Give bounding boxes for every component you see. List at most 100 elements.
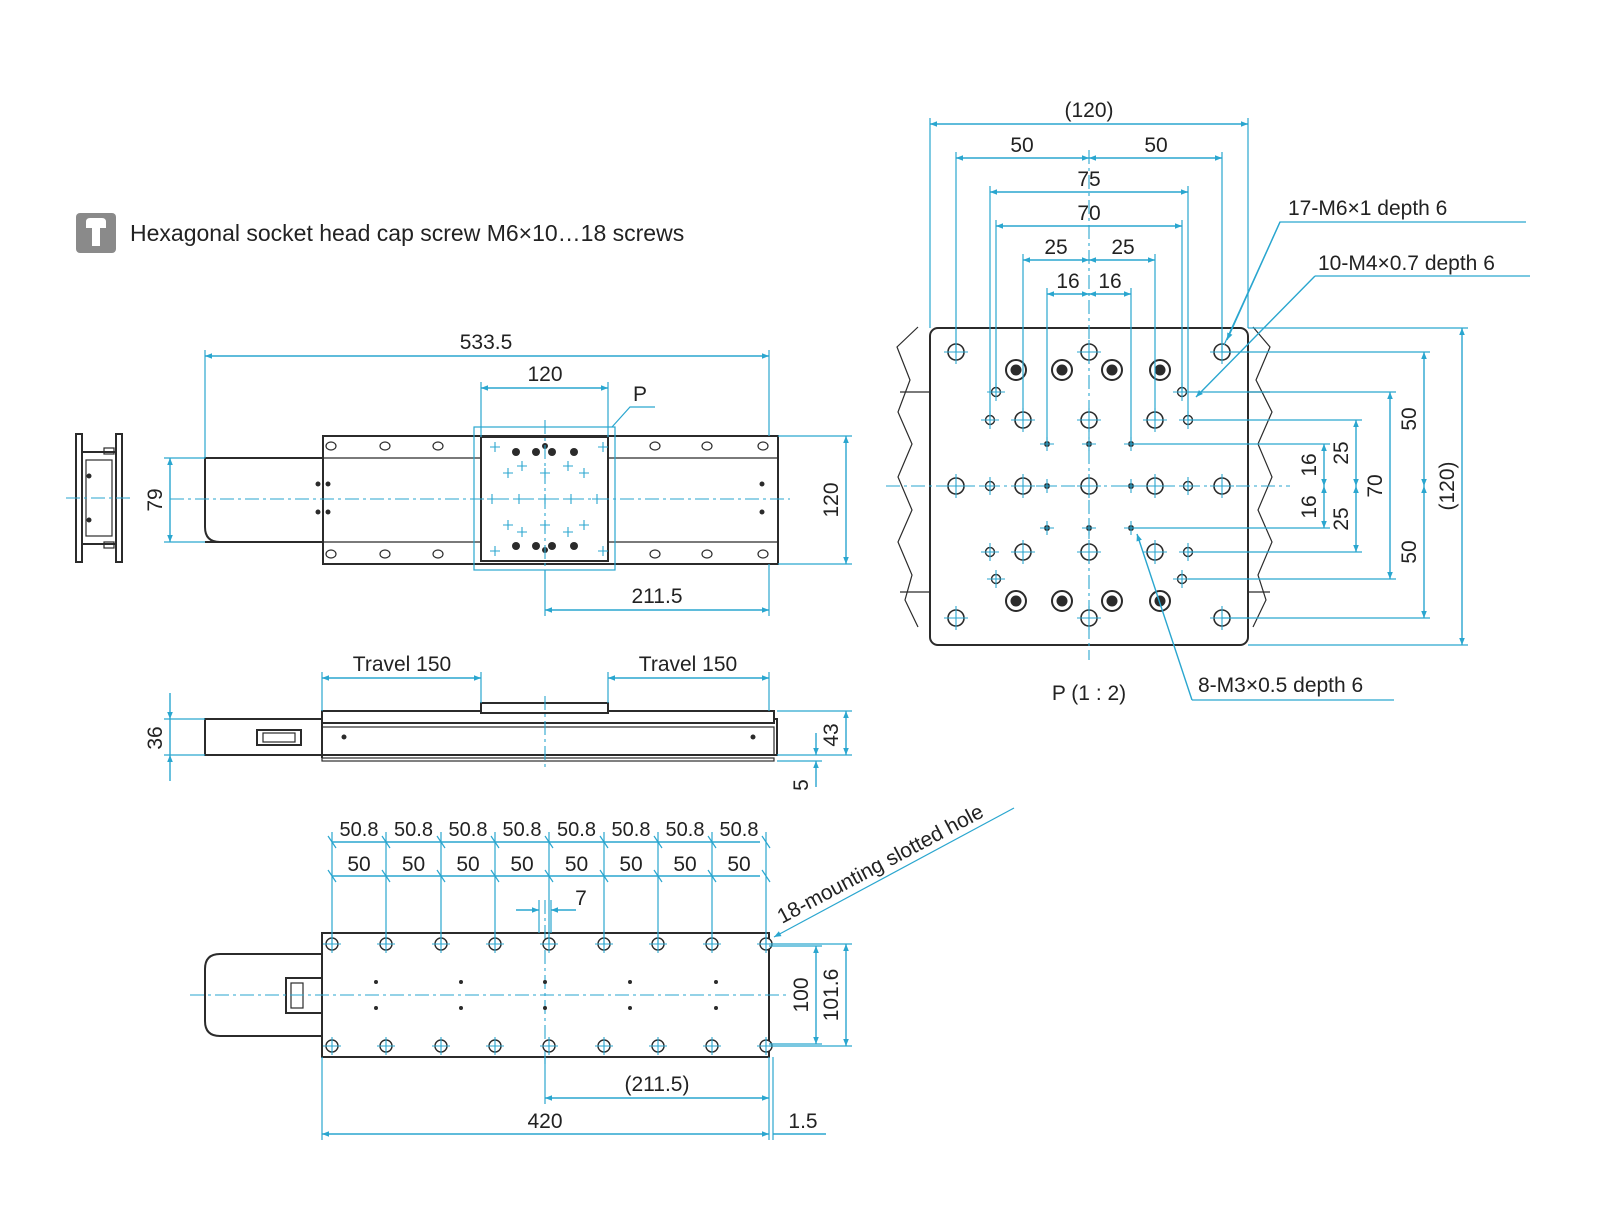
counterbore-hole — [1051, 590, 1073, 612]
slot-width-label: 7 — [575, 887, 587, 910]
dim-offset-1-5: 1.5 — [788, 1110, 817, 1133]
detail-top-16-left: 16 — [1056, 270, 1079, 293]
m3-tapped-hole — [1082, 437, 1096, 451]
dim-height-120: 120 — [820, 482, 843, 517]
counterbore-hole — [1149, 590, 1171, 612]
dim-table-width: 120 — [527, 363, 562, 386]
detail-top-25-left: 25 — [1044, 236, 1067, 259]
m6-tapped-hole — [1210, 474, 1234, 498]
hex-socket-screw-icon — [76, 213, 116, 253]
top-view: 533.5 120 P 79 120 211.5 — [144, 331, 852, 616]
dim-base-length: 420 — [527, 1110, 562, 1133]
m6-tapped-hole — [944, 474, 968, 498]
note-m6: 17-M6×1 depth 6 — [1288, 197, 1447, 220]
spacing-label: 50 — [402, 853, 425, 876]
pitch-label: 50.8 — [394, 819, 433, 841]
dim-height-36: 36 — [144, 726, 167, 749]
detail-right-25-top: 25 — [1330, 441, 1353, 464]
counterbore-hole — [1005, 359, 1027, 381]
side-view: Travel 150 Travel 150 36 43 5 — [144, 653, 852, 791]
m4-tapped-hole — [981, 477, 999, 495]
m6-tapped-hole — [1077, 540, 1101, 564]
detail-right-16-bottom: 16 — [1298, 495, 1321, 518]
detail-top-75: 75 — [1077, 168, 1100, 191]
dim-height-43: 43 — [820, 723, 843, 746]
dim-overall-length: 533.5 — [460, 331, 513, 354]
counterbore-hole — [1005, 590, 1027, 612]
spacing-label: 50 — [673, 853, 696, 876]
counterbore-hole — [1149, 359, 1171, 381]
m4-tapped-hole — [987, 570, 1005, 588]
counterbore-hole — [1101, 590, 1123, 612]
detail-right-50-top: 50 — [1398, 407, 1421, 430]
m6-tapped-hole — [1077, 340, 1101, 364]
detail-right-70: 70 — [1364, 474, 1387, 497]
mounting-slot-hole — [432, 1037, 450, 1055]
spacing-label: 50 — [347, 853, 370, 876]
dim-width-100: 100 — [790, 977, 813, 1012]
mounting-slot-hole — [595, 1037, 613, 1055]
pitch-label: 50.8 — [720, 819, 759, 841]
mounting-slot-hole — [323, 1037, 341, 1055]
detail-right-16-top: 16 — [1298, 453, 1321, 476]
spacing-label: 50 — [565, 853, 588, 876]
m6-tapped-hole — [1077, 474, 1101, 498]
m3-tapped-hole — [1124, 479, 1138, 493]
legend-text: Hexagonal socket head cap screw M6×10…18… — [130, 220, 684, 246]
pitch-label: 50.8 — [340, 819, 379, 841]
dim-offset-211-5: 211.5 — [632, 585, 683, 608]
mounting-slot-hole — [703, 1037, 721, 1055]
dim-height-79: 79 — [144, 488, 167, 511]
detail-top-50-left: 50 — [1010, 134, 1033, 157]
mounting-slot-hole — [540, 1037, 558, 1055]
m4-tapped-hole — [981, 543, 999, 561]
slotted-hole-note: 18-mounting slotted hole — [774, 800, 988, 928]
mounting-slot-hole — [486, 1037, 504, 1055]
mounting-slot-hole — [649, 1037, 667, 1055]
detail-top-16-right: 16 — [1098, 270, 1121, 293]
m6-tapped-hole — [1143, 540, 1167, 564]
m3-tapped-hole — [1040, 479, 1054, 493]
mounting-slot-hole — [377, 1037, 395, 1055]
note-m4: 10-M4×0.7 depth 6 — [1318, 252, 1495, 275]
travel-left-label: Travel 150 — [353, 653, 451, 676]
detail-top-25-right: 25 — [1111, 236, 1134, 259]
detail-right-50-bottom: 50 — [1398, 540, 1421, 563]
spacing-label: 50 — [456, 853, 479, 876]
m4-tapped-hole — [1179, 477, 1197, 495]
detail-top-50-right: 50 — [1144, 134, 1167, 157]
m3-tapped-hole — [1082, 521, 1096, 535]
pitch-label: 50.8 — [612, 819, 651, 841]
m6-tapped-hole — [1011, 540, 1035, 564]
m6-tapped-hole — [1143, 474, 1167, 498]
detail-right-25-bottom: 25 — [1330, 507, 1353, 530]
m3-tapped-hole — [1040, 521, 1054, 535]
pitch-label: 50.8 — [557, 819, 596, 841]
spacing-label: 50 — [727, 853, 750, 876]
legend: Hexagonal socket head cap screw M6×10…18… — [76, 213, 684, 253]
spacing-label: 50 — [619, 853, 642, 876]
m4-tapped-hole — [1173, 570, 1191, 588]
pitch-label: 50.8 — [449, 819, 488, 841]
counterbore-hole — [1101, 359, 1123, 381]
detail-top-70: 70 — [1077, 202, 1100, 225]
end-view — [66, 433, 134, 563]
pitch-label: 50.8 — [666, 819, 705, 841]
m6-tapped-hole — [1077, 408, 1101, 432]
detail-marker-p: P — [633, 383, 647, 406]
detail-top-overall: (120) — [1064, 99, 1113, 122]
dim-width-101-6: 101.6 — [820, 969, 843, 1022]
m6-tapped-hole — [1011, 474, 1035, 498]
detail-title: P (1 : 2) — [1052, 682, 1126, 705]
detail-right-overall: (120) — [1436, 461, 1459, 510]
counterbore-hole — [1051, 359, 1073, 381]
dim-height-5: 5 — [790, 779, 813, 791]
m6-tapped-hole — [944, 606, 968, 630]
dim-ref-211-5: (211.5) — [625, 1073, 690, 1096]
spacing-label: 50 — [510, 853, 533, 876]
detail-view-p: (120) 50 50 75 70 25 25 16 16 (120) — [886, 99, 1530, 705]
note-m3: 8-M3×0.5 depth 6 — [1198, 674, 1363, 697]
